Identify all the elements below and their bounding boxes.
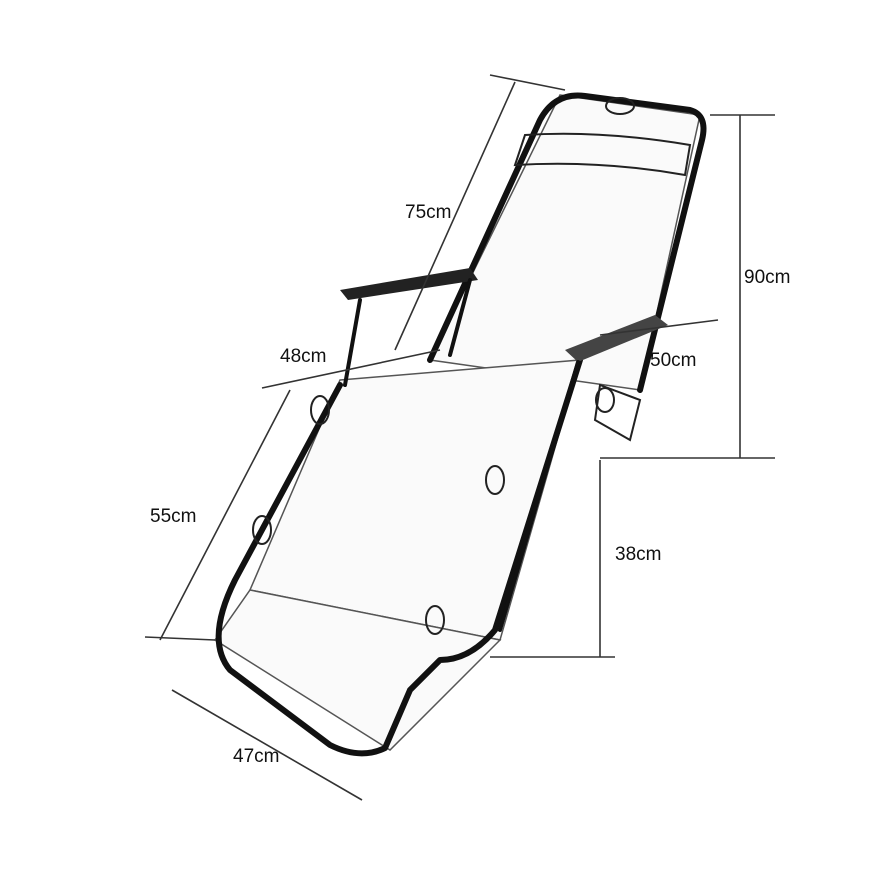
left-arm-support [343,298,362,387]
right-armrest [565,315,668,362]
backrest-frame [427,92,707,393]
leg-frame [215,357,583,757]
headrest-handle [605,97,635,115]
joint [425,605,445,635]
dim-line-55 [159,389,291,641]
joint [310,395,330,425]
label-50cm: 50cm [650,350,696,371]
joint [595,387,615,413]
dim-line [144,636,216,641]
headrest-pillow [513,132,692,177]
dim-line-48 [261,349,441,389]
joint [485,465,505,495]
label-47cm: 47cm [233,746,279,767]
seat-fabric [248,359,582,641]
label-55cm: 55cm [150,506,196,527]
label-48cm: 48cm [280,346,326,367]
label-75cm: 75cm [405,202,451,223]
right-arm-support [498,360,580,632]
joint [252,515,272,545]
dim-line [489,74,566,91]
dim-line-75 [394,81,516,351]
left-arm-rear-support [448,278,472,357]
backrest-fabric [428,94,701,391]
dim-line-50 [599,319,719,336]
label-38cm: 38cm [615,544,661,565]
left-armrest [340,268,478,300]
recline-lock [593,383,642,442]
dim-line-47 [171,689,363,801]
label-90cm: 90cm [744,267,790,288]
